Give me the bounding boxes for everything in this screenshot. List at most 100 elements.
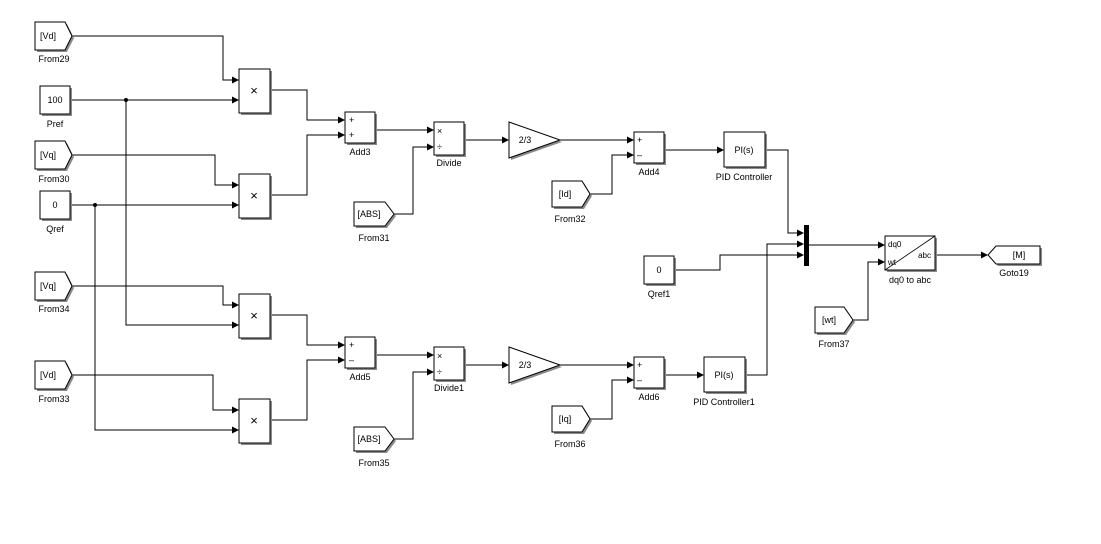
pid-text: PI(s) [735,145,754,155]
product1-block[interactable]: × [238,68,272,115]
add5-block[interactable]: + – Add5 [344,336,377,382]
qref-value: 0 [52,200,57,210]
wire-product4-add5[interactable] [270,356,345,421]
goto19-tag: [M] [1013,250,1026,260]
add3-sign1: + [349,115,354,125]
wire-from36-add6[interactable] [590,376,634,420]
wire-from33-product4[interactable] [72,374,239,414]
from37-label: From37 [818,339,849,349]
wire-pid1-mux[interactable] [745,240,804,376]
add5-label: Add5 [349,372,370,382]
from36-tag: [Iq] [559,414,572,424]
gain2-value: 2/3 [519,360,532,370]
product2-symbol: × [250,188,258,203]
add4-sign1: + [637,135,642,145]
wire-qref1-mux[interactable] [676,251,804,271]
abc-port-label: abc [918,251,931,260]
qref1-label: Qref1 [648,289,671,299]
wire-from35-divide1[interactable] [394,368,434,440]
wire-from32-add4[interactable] [590,151,634,195]
from31-tag: [ABS] [357,209,380,219]
qref-block[interactable]: 0 Qref [39,190,72,234]
pref-block[interactable]: 100 Pref [39,85,72,129]
goto19-label: Goto19 [999,268,1029,278]
divide1-sign2: ÷ [437,367,442,377]
dq0-to-abc-label: dq0 to abc [889,275,932,285]
pid-controller1-block[interactable]: PI(s) PID Controller1 [693,356,755,407]
from35-block[interactable]: [ABS] From35 [353,426,396,468]
divide-sign2: ÷ [437,142,442,152]
from31-block[interactable]: [ABS] From31 [353,201,396,243]
pid1-text: PI(s) [715,370,734,380]
product3-symbol: × [250,308,258,323]
gain1-value: 2/3 [519,135,532,145]
divide-label: Divide [436,158,461,168]
add3-block[interactable]: + + Add3 [344,111,377,157]
from32-tag: [Id] [559,189,572,199]
product1-symbol: × [250,83,258,98]
product2-block[interactable]: × [238,173,272,220]
divide-sign1: × [437,126,442,136]
from36-block[interactable]: [Iq] From36 [551,405,592,449]
wire-product1-add3[interactable] [270,89,345,124]
pid1-label: PID Controller1 [693,397,755,407]
pid-label: PID Controller [716,172,773,182]
add5-sign1: + [349,340,354,350]
from33-block[interactable]: [Vd] From33 [34,360,74,404]
from29-block[interactable]: [Vd] From29 [34,21,74,64]
from30-label: From30 [38,174,69,184]
divide1-label: Divide1 [434,383,464,393]
pid-controller-block[interactable]: PI(s) PID Controller [716,131,773,182]
divide-block[interactable]: × ÷ Divide [433,121,466,168]
qref1-block[interactable]: 0 Qref1 [643,255,676,299]
from37-block[interactable]: [wt] From37 [814,306,855,349]
add4-sign2: – [637,150,642,160]
from31-label: From31 [358,233,389,243]
gain2-block[interactable]: 2/3 [508,346,562,385]
from29-label: From29 [38,54,69,64]
wire-product2-add3[interactable] [270,131,345,196]
pref-value: 100 [47,95,62,105]
from30-block[interactable]: [Vq] From30 [34,140,74,184]
from34-tag: [Vq] [40,281,56,291]
wt-port-label: wt [887,258,897,267]
wire-from29-product1[interactable] [72,35,239,84]
mux-block[interactable] [804,225,809,266]
wire-qref-branch-product4[interactable] [94,205,239,434]
qref-label: Qref [46,224,64,234]
add3-sign2: + [349,130,354,140]
wire-from37-dq0abc[interactable] [853,258,885,321]
gain1-block[interactable]: 2/3 [508,121,562,160]
goto19-block[interactable]: [M] Goto19 [987,245,1042,278]
from32-label: From32 [554,214,585,224]
wire-pref-branch-product3[interactable] [125,100,239,329]
from33-label: From33 [38,394,69,404]
product4-block[interactable]: × [238,398,272,445]
divide1-sign1: × [437,351,442,361]
from32-block[interactable]: [Id] From32 [551,180,592,224]
wire-from34-product3[interactable] [72,285,239,309]
add6-label: Add6 [638,392,659,402]
from35-label: From35 [358,458,389,468]
from33-tag: [Vd] [40,370,56,380]
qref1-value: 0 [656,265,661,275]
from29-tag: [Vd] [40,31,56,41]
dq0-to-abc-block[interactable]: dq0 wt abc dq0 to abc [884,235,937,285]
wire-from30-product2[interactable] [72,154,239,189]
wire-from31-divide[interactable] [394,143,434,215]
from37-tag: [wt] [822,315,836,325]
from34-block[interactable]: [Vq] From34 [34,271,74,314]
dq0-port-label: dq0 [888,240,902,249]
add4-block[interactable]: + – Add4 [633,131,666,177]
wire-product3-add5[interactable] [270,314,345,349]
signal-wires [70,35,988,440]
add6-sign2: – [637,375,642,385]
from30-tag: [Vq] [40,150,56,160]
add6-sign1: + [637,360,642,370]
wire-pid-mux[interactable] [765,149,804,237]
product3-block[interactable]: × [238,293,272,340]
divide1-block[interactable]: × ÷ Divide1 [433,346,466,393]
from34-label: From34 [38,304,69,314]
add6-block[interactable]: + – Add6 [633,356,666,402]
